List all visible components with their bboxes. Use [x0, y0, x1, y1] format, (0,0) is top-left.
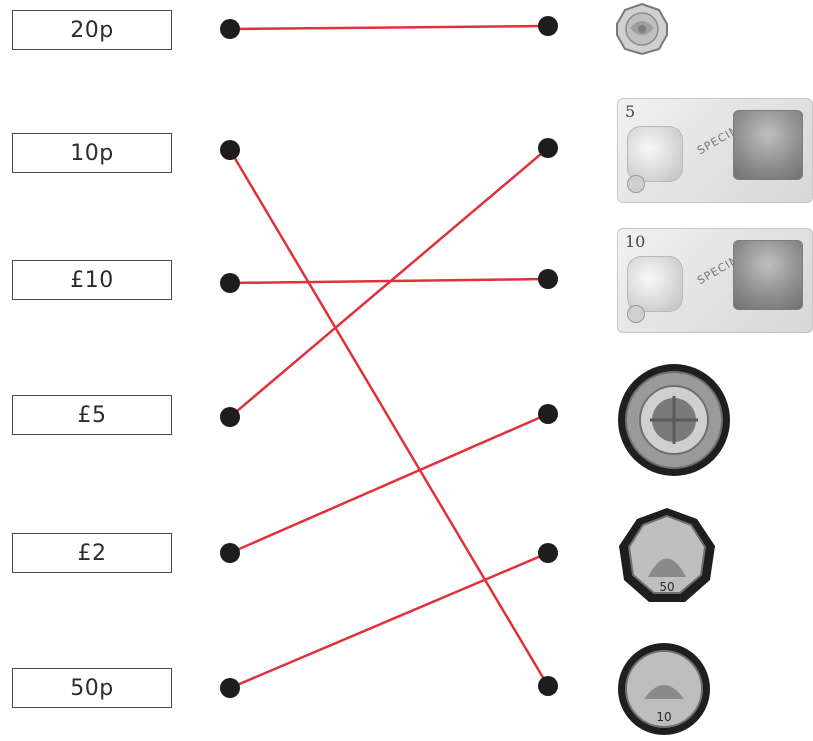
note-denomination: 10 — [625, 232, 646, 251]
right-dot-1 — [538, 138, 558, 158]
label-5-pounds: £5 — [12, 395, 172, 435]
coin-value-text: 10 — [656, 710, 671, 724]
left-dot-0 — [220, 19, 240, 39]
right-dot-5 — [538, 676, 558, 696]
coin-value-text: 50 — [659, 580, 674, 594]
label-text: 50p — [70, 675, 114, 701]
portrait-icon — [733, 240, 803, 310]
label-text: £5 — [77, 402, 107, 428]
coin-20p-icon — [615, 2, 669, 56]
left-dot-1 — [220, 140, 240, 160]
line-group — [228, 24, 550, 690]
right-dot-2 — [538, 269, 558, 289]
connection-line-4 — [229, 412, 549, 555]
note-10-pounds-icon: 10 SPECIMEN — [617, 228, 813, 333]
note-denomination: 5 — [625, 102, 636, 121]
emblem-icon — [627, 305, 645, 323]
right-dot-3 — [538, 404, 558, 424]
note-window-icon — [627, 256, 683, 312]
label-50p: 50p — [12, 668, 172, 708]
left-dot-5 — [220, 678, 240, 698]
coin-10p-icon: 10 — [616, 641, 712, 737]
label-10p: 10p — [12, 133, 172, 173]
connection-line-1 — [228, 149, 550, 687]
connection-line-3 — [229, 147, 549, 418]
label-text: £2 — [77, 540, 107, 566]
emblem-icon — [627, 175, 645, 193]
left-dot-3 — [220, 407, 240, 427]
label-text: 10p — [70, 140, 114, 166]
label-10-pounds: £10 — [12, 260, 172, 300]
label-text: 20p — [70, 17, 114, 43]
label-2-pounds: £2 — [12, 533, 172, 573]
left-dot-4 — [220, 543, 240, 563]
note-5-pounds-icon: 5 SPECIMEN — [617, 98, 813, 203]
label-20p: 20p — [12, 10, 172, 50]
right-dot-4 — [538, 543, 558, 563]
right-dot-0 — [538, 16, 558, 36]
dot-group — [220, 16, 558, 698]
connection-line-5 — [229, 551, 549, 690]
connection-line-2 — [229, 277, 549, 285]
note-window-icon — [627, 126, 683, 182]
connection-line-0 — [229, 24, 549, 31]
left-dot-2 — [220, 273, 240, 293]
coin-50p-icon: 50 — [616, 505, 718, 607]
label-text: £10 — [70, 267, 114, 293]
portrait-icon — [733, 110, 803, 180]
coin-2-pounds-icon — [616, 362, 732, 478]
